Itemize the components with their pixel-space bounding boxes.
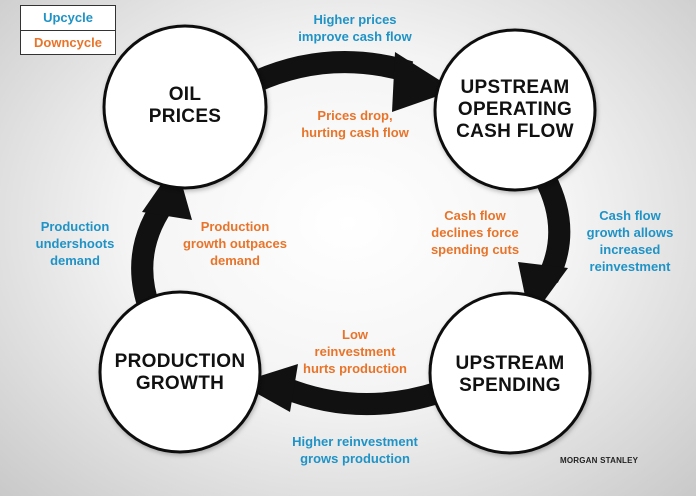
node-upstream-spending-label: UPSTREAM SPENDING (455, 353, 565, 396)
annotation-top-downcycle: Prices drop, hurting cash flow (301, 108, 409, 140)
node-oil-prices-label: OIL PRICES (148, 84, 222, 127)
arrow-top (250, 51, 455, 112)
annotation-right-upcycle: Cash flow growth allows increased reinve… (586, 208, 674, 274)
annotation-bottom-upcycle: Higher reinvestment grows production (292, 434, 418, 466)
source-credit: MORGAN STANLEY (560, 456, 639, 465)
node-cash-flow-label: UPSTREAM OPERATING CASH FLOW (456, 77, 574, 142)
annotation-left-upcycle: Production undershoots demand (35, 219, 115, 268)
arrow-bottom (238, 364, 444, 416)
node-production-growth-label: PRODUCTION GROWTH (114, 351, 246, 394)
annotation-left-downcycle: Production growth outpaces demand (182, 219, 287, 268)
node-cash-flow-circle (433, 28, 597, 192)
legend-upcycle: Upcycle (43, 10, 93, 25)
annotation-bottom-downcycle: Low reinvestment hurts production (303, 327, 407, 376)
annotation-right-downcycle: Cash flow declines force spending cuts (430, 208, 520, 257)
node-oil-prices-circle (102, 24, 268, 190)
annotation-top-upcycle: Higher prices improve cash flow (298, 12, 412, 44)
legend-downcycle: Downcycle (21, 30, 115, 55)
node-upstream-spending-circle (428, 291, 592, 455)
node-production-growth-circle (98, 290, 262, 454)
legend: Upcycle Downcycle (20, 5, 116, 55)
